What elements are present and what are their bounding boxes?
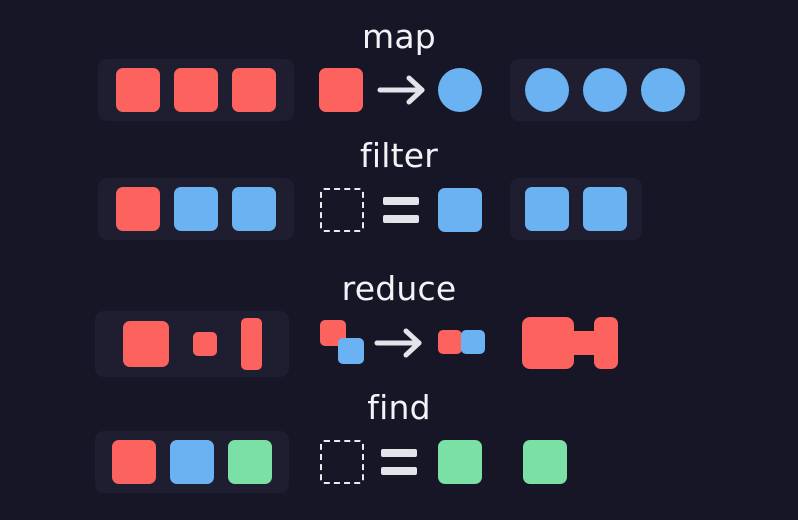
reduce-output-fused-shape [522, 312, 618, 374]
reduce-input-panel [95, 311, 289, 377]
find-input-item-1 [112, 440, 156, 484]
filter-equals-bar-top [383, 197, 419, 205]
reduce-output-part-large [522, 317, 574, 369]
map-output-items [525, 68, 685, 112]
map-op-source-token [319, 68, 363, 112]
row-label-filter: filter [360, 136, 438, 175]
filter-input-item-1 [116, 187, 160, 231]
reduce-output-part-small [570, 331, 598, 355]
map-input-item-1 [116, 68, 160, 112]
filter-input-items [116, 187, 276, 231]
reduce-op-current-token [338, 338, 364, 364]
find-output-item-1 [523, 440, 567, 484]
reduce-input-item-2 [192, 332, 217, 356]
map-op-result-token [438, 68, 482, 112]
map-output-panel [510, 59, 700, 121]
find-input-items [112, 440, 272, 484]
find-input-item-3 [228, 440, 272, 484]
row-label-reduce: reduce [341, 269, 457, 308]
row-find: find [0, 371, 798, 506]
reduce-op-merged-token-2 [461, 330, 485, 354]
filter-op-predicate-placeholder [320, 188, 364, 232]
find-op-equals-icon [381, 449, 417, 475]
reduce-input-item-3 [240, 318, 262, 370]
filter-output-panel [510, 178, 642, 240]
filter-equals-bar-bottom [383, 215, 419, 223]
map-op-arrow-icon [377, 75, 425, 105]
filter-op-equals-icon [383, 197, 419, 223]
find-equals-bar-top [381, 449, 417, 457]
find-op-predicate-placeholder [320, 440, 364, 484]
filter-output-items [525, 187, 627, 231]
row-map: map [0, 0, 798, 135]
find-equals-bar-bottom [381, 467, 417, 475]
map-output-item-2 [583, 68, 627, 112]
row-filter: filter [0, 119, 798, 254]
filter-input-item-3 [232, 187, 276, 231]
reduce-op-arrow-icon [374, 328, 422, 358]
reduce-input-item-1 [122, 321, 169, 367]
row-reduce: reduce [0, 252, 798, 387]
reduce-input-items [122, 318, 262, 370]
map-input-items [116, 68, 276, 112]
map-input-item-2 [174, 68, 218, 112]
filter-input-item-2 [174, 187, 218, 231]
find-input-panel [95, 431, 289, 493]
row-label-map: map [362, 17, 436, 56]
filter-input-panel [98, 178, 294, 240]
reduce-output-part-tall [594, 317, 618, 369]
map-output-item-1 [525, 68, 569, 112]
map-input-panel [98, 59, 294, 121]
reduce-op-merged-token-1 [438, 330, 462, 354]
filter-output-item-2 [583, 187, 627, 231]
filter-op-result-token [438, 188, 482, 232]
filter-output-item-1 [525, 187, 569, 231]
map-input-item-3 [232, 68, 276, 112]
map-output-item-3 [641, 68, 685, 112]
row-label-find: find [367, 388, 431, 427]
find-input-item-2 [170, 440, 214, 484]
find-op-result-token [438, 440, 482, 484]
